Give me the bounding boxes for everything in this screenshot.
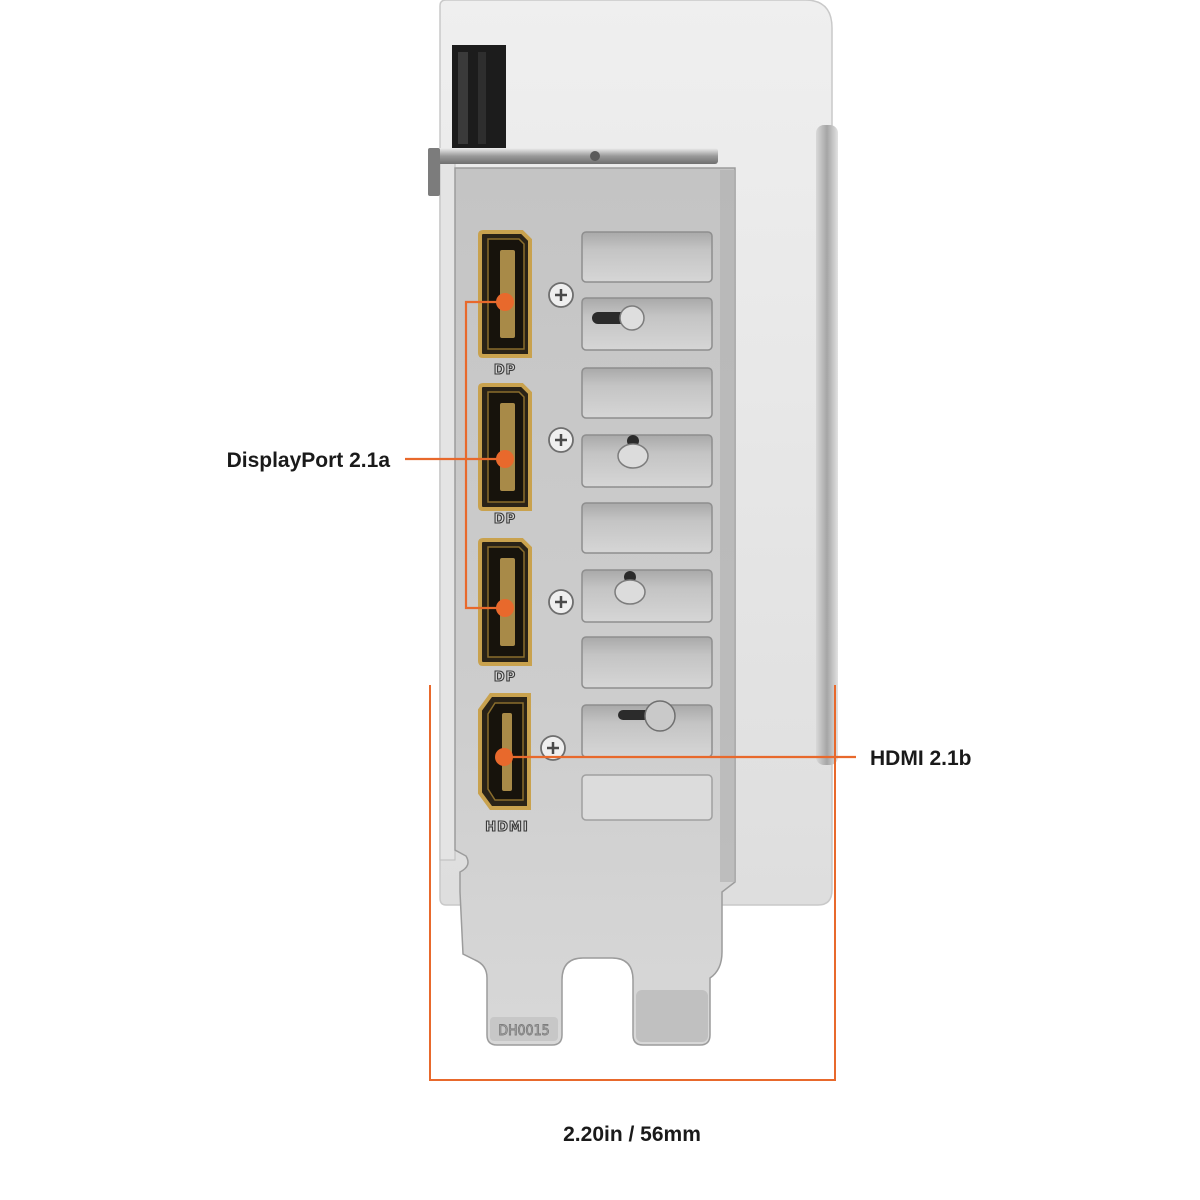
heatsink-pin-head [619,305,645,331]
displayport-callout-dot [496,599,514,617]
hdmi-port: HDMI [478,693,531,836]
port-label-dp: DP [494,512,516,527]
displayport-callout-dot [496,293,514,311]
vent-slots [581,231,713,821]
screw [548,282,574,308]
bracket-tab-marking: DH0015 [498,1023,549,1039]
bracket-top-lip [428,148,718,196]
vent-slot [581,502,713,554]
displayport-callout-bracket-line [405,300,505,610]
displayport-callout-label: DisplayPort 2.1a [227,449,391,472]
bracket-right-shade [720,170,735,882]
dimension-label: 2.20in / 56mm [563,1123,701,1146]
heatsink-fin-highlight [458,52,468,144]
port-label-hdmi: HDMI [485,820,528,835]
port-label-dp: DP [494,363,516,378]
heatsink-pin-head [617,443,649,469]
screw [548,589,574,615]
hdmi-callout-dot [495,748,513,766]
heatsink-pin-head [614,579,646,605]
screw [548,427,574,453]
vent-slot [581,569,713,623]
hdmi-callout: HDMI 2.1b [495,747,972,770]
vent-slot [581,636,713,689]
displayport-callout: DisplayPort 2.1a [227,293,514,617]
bracket-stamp-area [490,1017,558,1041]
displayport-tongue [500,403,515,491]
card-left-edge [439,159,456,861]
heatsink-fin-highlight [478,52,486,144]
displayport-callout-dot [496,450,514,468]
heatpipe-screw [644,700,676,732]
vent-slot [581,367,713,419]
screw [540,735,566,761]
bracket-lip-corner [428,148,440,196]
shroud-side-edge [816,125,838,765]
width-dimension: 2.20in / 56mm [429,685,836,1146]
vent-slot [581,297,713,351]
bracket-lip-bar [428,148,718,164]
bracket-lip-hole [590,151,600,161]
port-label-dp: DP [494,670,516,685]
hdmi-callout-label: HDMI 2.1b [870,747,972,770]
dimension-bracket-line [429,685,836,1081]
bracket-screws [540,282,574,761]
displayport-2: DP [478,383,532,528]
vent-slot [581,231,713,283]
bracket-leg-shade [636,990,708,1042]
vent-slot [581,774,713,821]
